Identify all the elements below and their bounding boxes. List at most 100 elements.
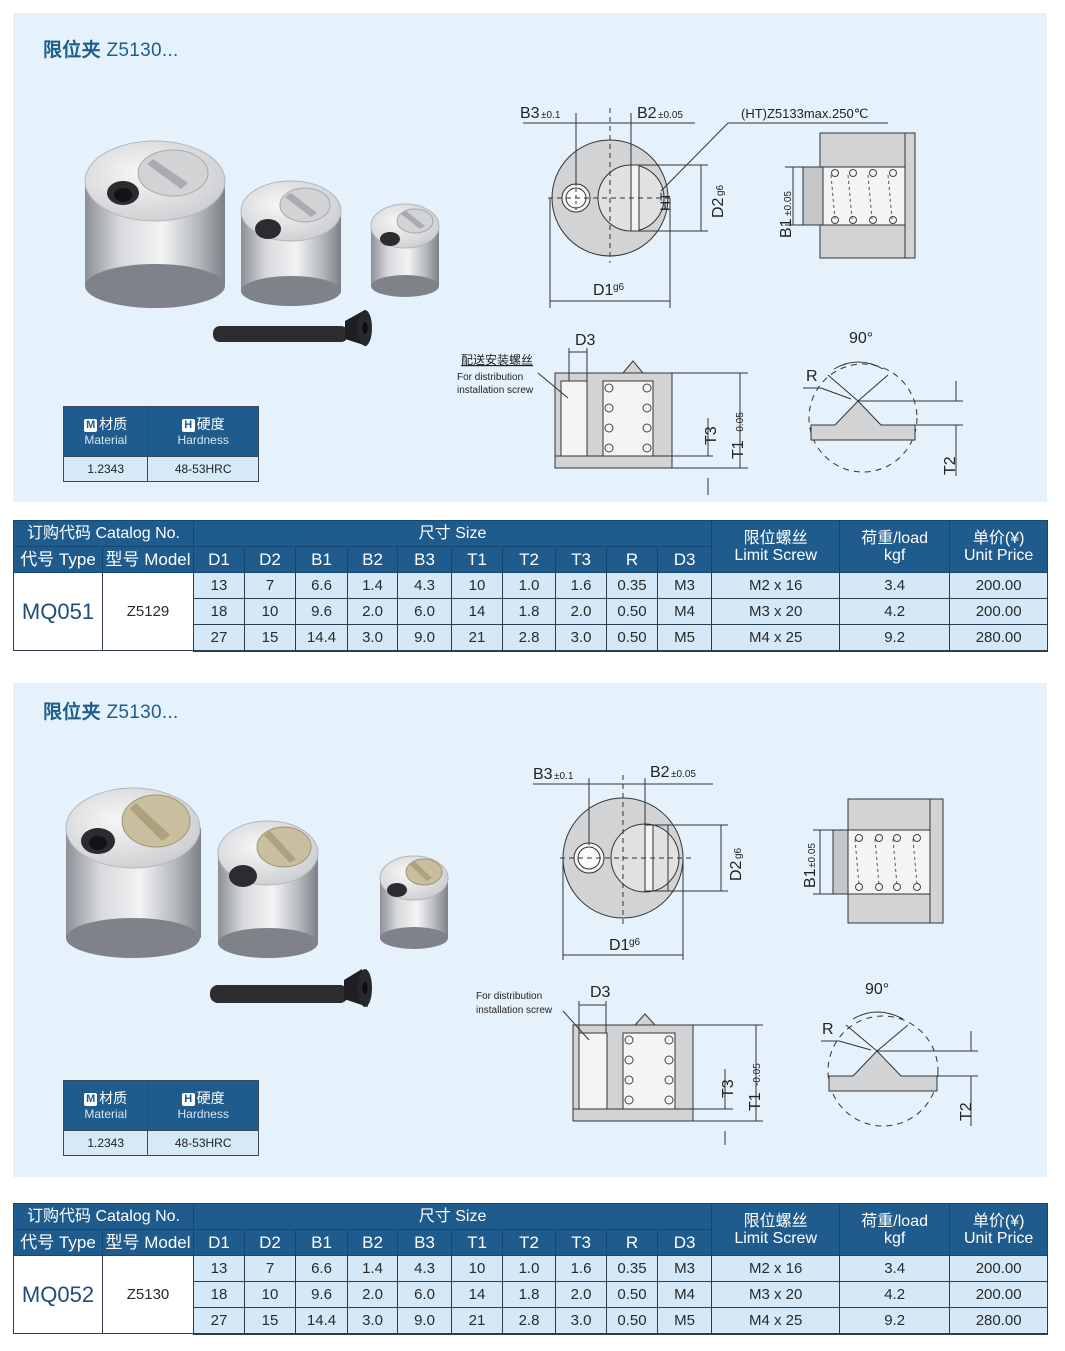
price-header: 单价(¥)Unit Price xyxy=(949,520,1049,573)
model-code: Z5130 xyxy=(101,1255,195,1334)
col-d1: D1 xyxy=(193,1229,246,1256)
large-stopper xyxy=(65,787,201,958)
cell-load: 4.2 xyxy=(839,598,951,625)
dim-t3: T3 xyxy=(720,1079,737,1098)
top-view xyxy=(533,775,728,960)
cell-d3: M5 xyxy=(657,1307,713,1335)
svg-text:±0.05: ±0.05 xyxy=(783,191,794,216)
dim-t2: T2 xyxy=(958,1102,975,1121)
cell-d3: M5 xyxy=(657,624,713,652)
cell-d2: 10 xyxy=(244,1281,297,1308)
col-b3: B3 xyxy=(397,1229,453,1256)
svg-text:±0.05: ±0.05 xyxy=(658,110,683,121)
technical-drawing: B3 ±0.1 B2 ±0.05 D2 g6 D1 g6 xyxy=(463,753,1023,1153)
screw-note-cn: 配送安装螺丝 xyxy=(461,352,533,367)
dim-b2: B2 xyxy=(650,764,670,781)
col-t2: T2 xyxy=(502,546,557,573)
cell-price: 200.00 xyxy=(949,598,1049,625)
catalog-header: 订购代码 Catalog No. xyxy=(12,1203,195,1230)
cell-d1: 13 xyxy=(193,572,246,599)
cell-r: 0.35 xyxy=(606,572,659,599)
cell-t2: 1.0 xyxy=(502,1255,557,1282)
cell-t3: 1.6 xyxy=(555,572,608,599)
col-t1: T1 xyxy=(451,546,504,573)
cell-b3: 6.0 xyxy=(397,598,453,625)
detail-view xyxy=(803,361,963,476)
cell-t3: 2.0 xyxy=(555,1281,608,1308)
screw-note-en-2: installation screw xyxy=(476,1005,553,1016)
table-row: 18 10 9.6 2.0 6.0 14 1.8 2.0 0.50 M4 M3 … xyxy=(14,598,1049,625)
cell-load: 3.4 xyxy=(839,572,951,599)
cell-d3: M3 xyxy=(657,1255,713,1282)
model-header: 型号 Model xyxy=(101,1229,195,1256)
large-stopper xyxy=(84,140,226,308)
cell-b2: 1.4 xyxy=(347,1255,399,1282)
cell-b3: 4.3 xyxy=(397,1255,453,1282)
screw-note-en-2: installation screw xyxy=(457,385,534,396)
type-code: MQ051 xyxy=(13,572,103,651)
col-b2: B2 xyxy=(347,546,399,573)
size-header: 尺寸 Size xyxy=(193,520,713,547)
cell-load: 3.4 xyxy=(839,1255,951,1282)
cell-t3: 2.0 xyxy=(555,598,608,625)
title-cn: 限位夹 xyxy=(43,40,101,61)
cell-d2: 15 xyxy=(244,1307,297,1335)
cell-t1: 14 xyxy=(451,598,504,625)
hardness-value: 48-53HRC xyxy=(147,1130,259,1156)
cell-load: 9.2 xyxy=(839,1307,951,1335)
cell-screw: M3 x 20 xyxy=(711,598,841,625)
cell-r: 0.35 xyxy=(606,1255,659,1282)
dim-b1: B1 xyxy=(802,868,819,888)
material-value: 1.2343 xyxy=(62,1130,149,1156)
product-panel-2: 限位夹 Z5130... xyxy=(13,683,1047,1177)
svg-text:±0.05: ±0.05 xyxy=(671,769,696,780)
table-row: 27 15 14.4 3.0 9.0 21 2.8 3.0 0.50 M5 M4… xyxy=(14,624,1049,652)
screw-note-en-1: For distribution xyxy=(476,991,542,1002)
svg-text:g6: g6 xyxy=(733,847,744,859)
medium-stopper xyxy=(217,820,319,958)
title-cn: 限位夹 xyxy=(43,702,101,723)
ht-note: (HT)Z5133max.250℃ xyxy=(741,106,868,121)
price-header: 单价(¥)Unit Price xyxy=(949,1203,1049,1256)
col-d3: D3 xyxy=(657,546,713,573)
col-r: R xyxy=(606,546,659,573)
cell-t2: 2.8 xyxy=(502,1307,557,1335)
cell-d3: M4 xyxy=(657,598,713,625)
cell-r: 0.50 xyxy=(606,1307,659,1335)
hardness-badge-icon: H xyxy=(181,418,195,432)
col-t3: T3 xyxy=(555,1229,608,1256)
side-view xyxy=(785,132,916,259)
dim-d3: D3 xyxy=(590,984,611,1001)
cell-b1: 6.6 xyxy=(295,572,349,599)
dim-d2: D2 xyxy=(728,860,745,881)
hardness-value: 48-53HRC xyxy=(147,456,259,482)
cell-b1: 6.6 xyxy=(295,1255,349,1282)
cell-b1: 9.6 xyxy=(295,1281,349,1308)
hardness-badge-icon: H xyxy=(181,1092,195,1106)
cell-b2: 1.4 xyxy=(347,572,399,599)
title-en: Z5130... xyxy=(106,40,179,61)
table-row: MQ052 Z5130 13 7 6.6 1.4 4.3 10 1.0 1.6 … xyxy=(13,1255,1049,1334)
cell-d3: M3 xyxy=(657,572,713,599)
dim-angle: 90° xyxy=(865,981,889,998)
cell-price: 200.00 xyxy=(949,572,1049,599)
dim-b3: B3 xyxy=(533,766,553,783)
product-photo xyxy=(58,783,458,1018)
ht-mark: HT xyxy=(657,192,673,211)
cell-t2: 1.8 xyxy=(502,598,557,625)
col-t1: T1 xyxy=(451,1229,504,1256)
type-header: 代号 Type xyxy=(13,546,103,573)
cell-d3: M4 xyxy=(657,1281,713,1308)
cell-d1: 18 xyxy=(193,1281,246,1308)
dim-d2: D2 xyxy=(710,197,727,218)
dim-t3: T3 xyxy=(703,426,720,445)
cell-b2: 2.0 xyxy=(347,1281,399,1308)
col-b3: B3 xyxy=(397,546,453,573)
cell-b3: 9.0 xyxy=(397,624,453,652)
dim-r: R xyxy=(822,1021,834,1038)
cell-t1: 10 xyxy=(451,572,504,599)
col-b1: B1 xyxy=(295,1229,349,1256)
